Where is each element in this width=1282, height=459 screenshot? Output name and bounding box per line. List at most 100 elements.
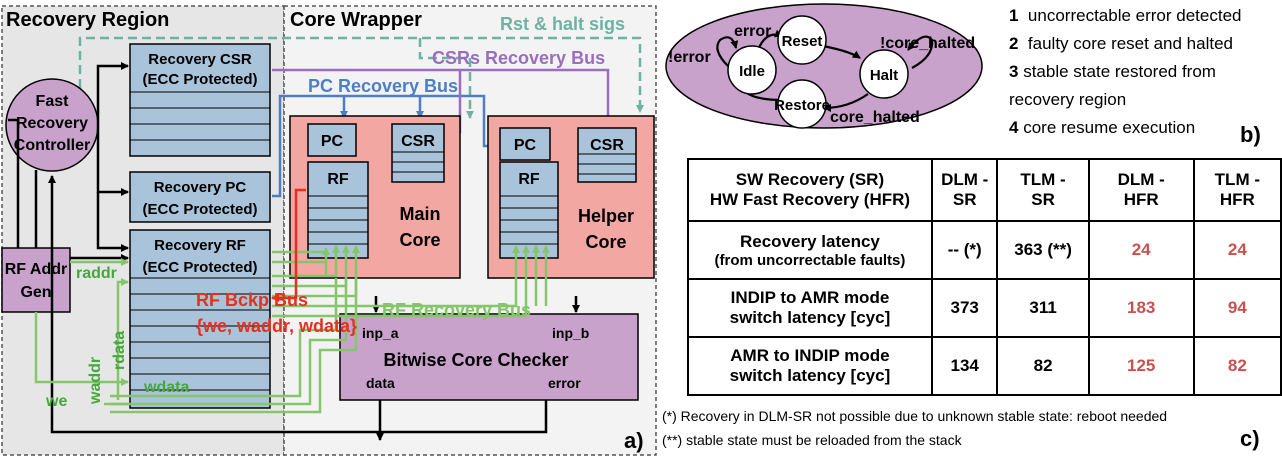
transition-not-core-halted: !core_halted	[880, 35, 975, 52]
rf-bckp-bus-label: RF Bckp Bus	[196, 290, 308, 310]
legend-item-1: 1 uncorrectable error detected	[1009, 6, 1242, 25]
table-cell: 363 (**)	[996, 220, 1090, 280]
recovery-latency-table: SW Recovery (SR)HW Fast Recovery (HFR) D…	[687, 158, 1282, 396]
recovery-csr-sub: (ECC Protected)	[142, 71, 257, 88]
legend-item-3-cont: recovery region	[1009, 90, 1127, 109]
table-header-row: SW Recovery (SR)HW Fast Recovery (HFR) D…	[687, 158, 1282, 222]
state-machine-background	[665, 3, 983, 129]
rf-backup-bus	[271, 188, 306, 302]
main-core-pc	[307, 123, 357, 157]
rf-addr-gen-label-2: Gen	[20, 284, 51, 301]
checker-data: data	[366, 375, 395, 391]
rst-halt-bus	[78, 36, 644, 119]
table-cell: 82	[996, 336, 1090, 396]
rf-addr-gen	[1, 247, 71, 313]
table-cell: 82	[1192, 336, 1282, 396]
legend-item-4: 4 core resume execution	[1009, 118, 1196, 137]
rdata-label: rdata	[111, 331, 128, 370]
recovery-region-title: Recovery Region	[6, 9, 169, 31]
table-cell: -- (*)	[930, 220, 999, 280]
table-header-label: SW Recovery (SR)HW Fast Recovery (HFR)	[687, 158, 933, 222]
panel-b-label: b)	[1240, 122, 1261, 147]
legend-item-2: 2 faulty core reset and halted	[1009, 34, 1233, 53]
table-cell: 311	[996, 278, 1090, 338]
table-header-col: DLM -SR	[930, 158, 999, 222]
frc-label-3: Controller	[14, 137, 90, 154]
table-cell: 24	[1087, 220, 1195, 280]
state-halt-label: Halt	[870, 67, 898, 84]
table-row-label: Recovery latency(from uncorrectable faul…	[687, 220, 933, 280]
helper-core-pc	[499, 127, 551, 161]
helper-core-csr-label: CSR	[590, 137, 624, 154]
table-cell: 24	[1192, 220, 1282, 280]
state-restore-label: Restore	[774, 97, 830, 114]
recovery-pc-sub: (ECC Protected)	[142, 201, 257, 218]
state-reset-label: Reset	[782, 33, 823, 50]
checker-error: error	[548, 375, 581, 391]
recovery-pc-label: Recovery PC	[154, 179, 247, 196]
transition-not-error: !error	[668, 49, 711, 66]
table-cell: 94	[1192, 278, 1282, 338]
helper-core-csr	[577, 127, 637, 183]
legend-item-3: 3 stable state restored from	[1009, 62, 1216, 81]
checker-name: Bitwise Core Checker	[383, 350, 568, 370]
pc-bus-label: PC Recovery Bus	[308, 76, 458, 96]
recovery-rf-label: Recovery RF	[154, 237, 246, 254]
rf-recovery-bus-label: RF Recovery Bus	[382, 300, 531, 320]
table-header-col: TLM -HFR	[1192, 158, 1282, 222]
table-cell: 373	[930, 278, 999, 338]
table-note-2: (**) stable state must be reloaded from …	[662, 432, 962, 448]
state-restore	[777, 79, 827, 129]
main-core-rf	[307, 161, 369, 259]
bitwise-core-checker	[339, 313, 639, 401]
table-header-col: DLM -HFR	[1087, 158, 1195, 222]
waddr-label: waddr	[87, 357, 104, 405]
state-machine: Idle Reset Halt Restore error !error !co…	[665, 3, 983, 129]
rf-bckp-signals-label: {we, waddr, wdata}	[196, 316, 357, 336]
rst-halt-label: Rst & halt sigs	[500, 14, 625, 34]
recovery-rf-sub: (ECC Protected)	[142, 259, 257, 276]
helper-core-name-2: Core	[585, 232, 626, 252]
table-cell: 125	[1087, 336, 1195, 396]
main-core-csr-label: CSR	[401, 133, 435, 150]
table-row: Recovery latency(from uncorrectable faul…	[687, 220, 1282, 280]
transition-error: error	[734, 23, 771, 40]
helper-core-pc-label: PC	[514, 137, 537, 154]
csr-bus-label: CSRs Recovery Bus	[432, 48, 605, 68]
state-idle-label: Idle	[739, 63, 765, 80]
state-halt	[859, 49, 909, 99]
we-label: we	[45, 393, 67, 410]
main-core-name-1: Main	[399, 204, 440, 224]
recovery-rf-block	[129, 229, 271, 409]
table-note-1: (*) Recovery in DLM-SR not possible due …	[662, 408, 1168, 424]
recovery-pc-block	[129, 171, 271, 223]
main-core-name-2: Core	[399, 230, 440, 250]
core-wrapper-title: Core Wrapper	[290, 9, 422, 31]
helper-core-rf	[499, 161, 559, 259]
rf-addr-gen-label-1: RF Addr	[5, 261, 68, 278]
recovery-csr-label: Recovery CSR	[148, 51, 252, 68]
table-header-col: TLM -SR	[996, 158, 1090, 222]
transition-core-halted: core_halted	[830, 109, 920, 126]
rf-recovery-bus	[34, 245, 550, 414]
checker-inp-a: inp_a	[362, 325, 399, 341]
state-reset	[777, 15, 827, 65]
helper-core-name-1: Helper	[578, 206, 634, 226]
panel-c-label: c)	[1240, 426, 1260, 451]
checker-inp-b: inp_b	[552, 325, 589, 341]
frc-label-1: Fast	[36, 93, 70, 110]
main-core-rf-label: RF	[327, 171, 349, 188]
panel-a-label: a)	[624, 428, 644, 453]
pc-recovery-bus	[272, 94, 499, 198]
frc-label-2: Recovery	[16, 115, 88, 132]
table-cell: 183	[1087, 278, 1195, 338]
helper-core-rf-label: RF	[518, 171, 540, 188]
main-core-csr	[391, 123, 445, 183]
wdata-label: wdata	[143, 379, 189, 396]
control-wires	[8, 62, 580, 441]
main-core-pc-label: PC	[321, 133, 344, 150]
